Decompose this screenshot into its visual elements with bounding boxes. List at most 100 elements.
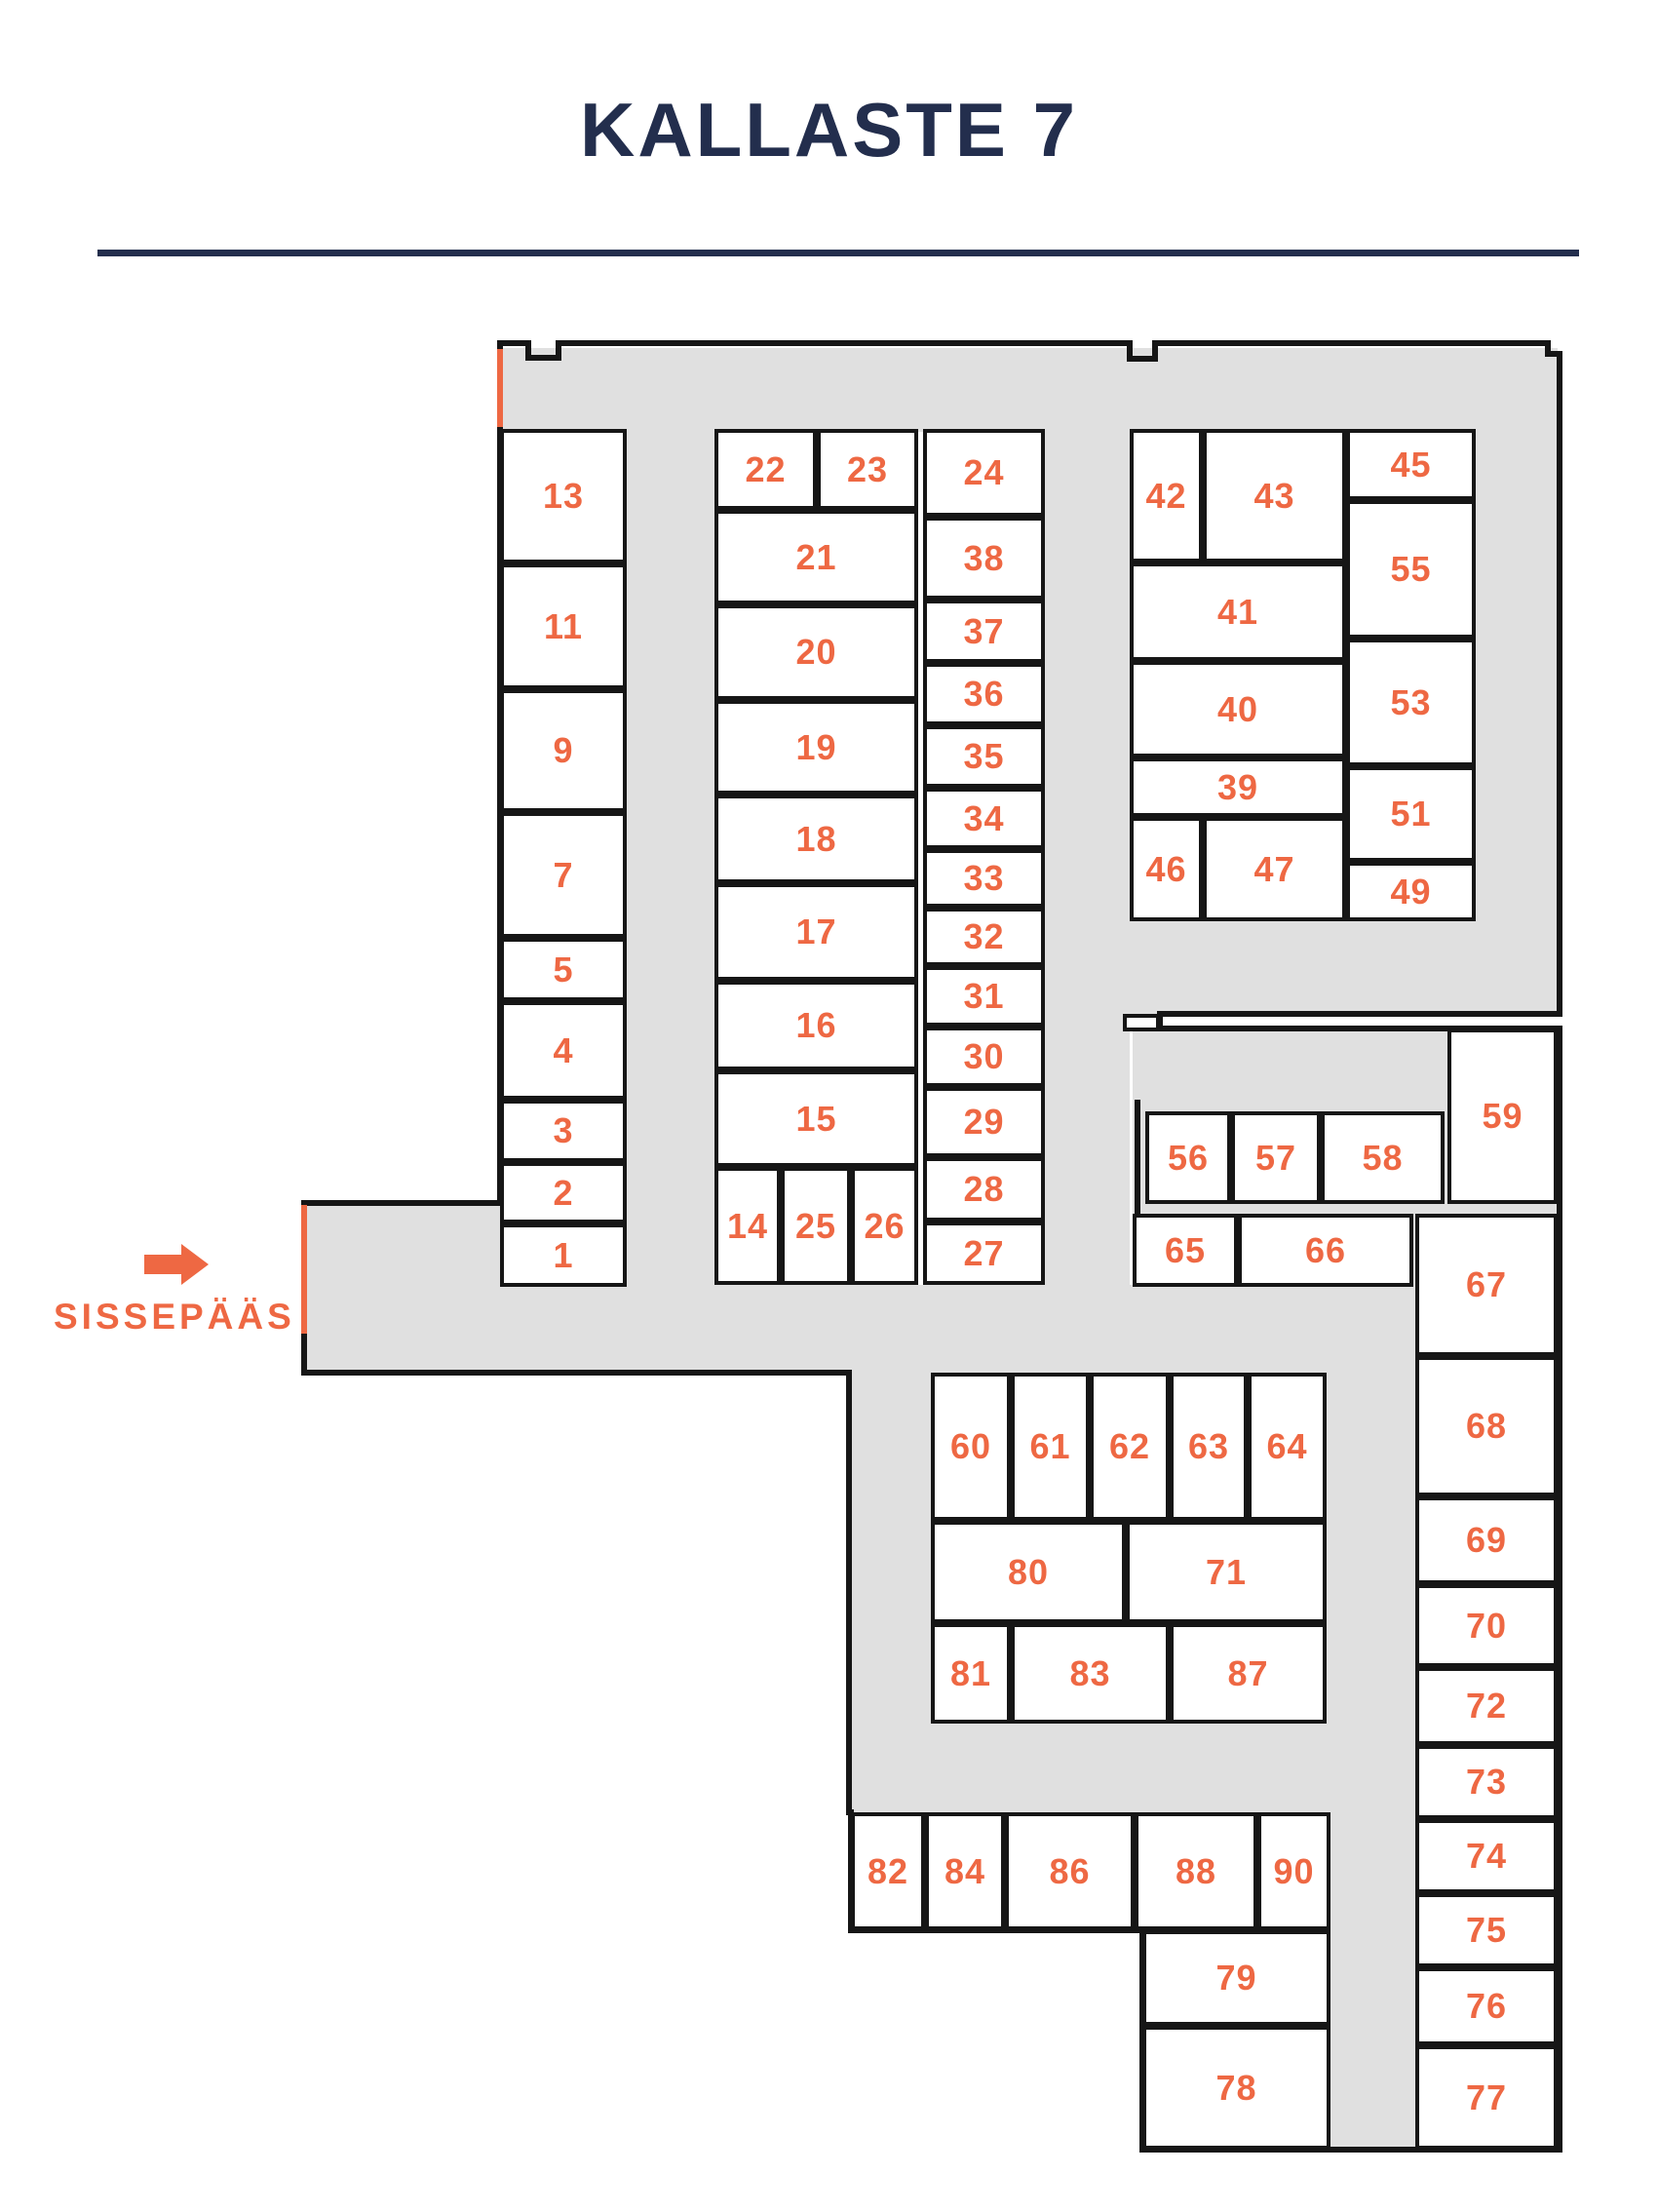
room-2: 2 [500, 1162, 627, 1223]
room-88: 88 [1135, 1812, 1257, 1930]
room-number: 60 [949, 1426, 992, 1466]
room-number: 86 [1049, 1850, 1091, 1891]
room-23: 23 [817, 429, 918, 510]
room-27: 27 [923, 1222, 1045, 1285]
corridor-area [1045, 432, 1130, 1285]
room-42: 42 [1130, 429, 1203, 563]
room-46: 46 [1130, 817, 1203, 921]
room-number: 38 [963, 537, 1005, 578]
room-47: 47 [1203, 817, 1346, 921]
room-58: 58 [1321, 1111, 1445, 1204]
room-16: 16 [714, 981, 918, 1070]
room-82: 82 [851, 1812, 925, 1930]
room-number: 14 [726, 1205, 769, 1246]
room-number: 27 [963, 1232, 1005, 1273]
room-number: 2 [553, 1172, 574, 1213]
room-number: 72 [1465, 1686, 1508, 1726]
room-number: 76 [1465, 1986, 1508, 2026]
room-number: 56 [1167, 1137, 1210, 1178]
room-74: 74 [1415, 1819, 1558, 1893]
room-20: 20 [714, 604, 918, 700]
room-number: 43 [1253, 475, 1295, 516]
corridor-area [627, 432, 714, 1287]
room-31: 31 [923, 966, 1045, 1027]
room-33: 33 [923, 849, 1045, 908]
room-38: 38 [923, 517, 1045, 600]
room-number: 39 [1216, 766, 1259, 807]
entrance-accent-line [301, 1205, 307, 1334]
corridor-area [1476, 432, 1558, 1014]
room-number: 20 [795, 632, 837, 672]
room-number: 11 [543, 605, 584, 646]
room-number: 32 [963, 916, 1005, 956]
room-number: 53 [1390, 681, 1432, 722]
room-number: 82 [867, 1850, 909, 1891]
room-number: 84 [944, 1850, 986, 1891]
room-61: 61 [1011, 1373, 1090, 1521]
room-number: 18 [795, 818, 837, 859]
room-number: 21 [795, 536, 837, 577]
room-number: 81 [949, 1652, 992, 1693]
room-number: 64 [1266, 1426, 1308, 1466]
room-55: 55 [1346, 500, 1476, 639]
room-86: 86 [1005, 1812, 1135, 1930]
room-number: 42 [1145, 475, 1187, 516]
title-divider [97, 250, 1579, 256]
room-63: 63 [1170, 1373, 1248, 1521]
room-73: 73 [1415, 1745, 1558, 1819]
room-number: 71 [1205, 1551, 1248, 1592]
room-28: 28 [923, 1157, 1045, 1222]
room-21: 21 [714, 510, 918, 604]
room-69: 69 [1415, 1496, 1558, 1584]
room-83: 83 [1011, 1623, 1170, 1724]
room-number: 88 [1175, 1850, 1217, 1891]
room-25: 25 [781, 1167, 851, 1285]
room-number: 17 [795, 912, 837, 951]
room-81: 81 [931, 1623, 1011, 1724]
room-number: 80 [1007, 1551, 1050, 1592]
room-number: 41 [1216, 591, 1259, 632]
entrance-label: SISSEPÄÄS [54, 1297, 295, 1337]
room-76: 76 [1415, 1967, 1558, 2045]
room-number: 83 [1069, 1652, 1111, 1693]
room-7: 7 [500, 812, 627, 938]
room-19: 19 [714, 700, 918, 795]
room-11: 11 [500, 563, 627, 689]
entrance-accent-line [497, 349, 503, 427]
corridor-area [304, 1203, 500, 1372]
room-number: 29 [963, 1102, 1005, 1142]
room-number: 65 [1164, 1229, 1207, 1270]
room-66: 66 [1238, 1214, 1413, 1287]
room-number: 57 [1254, 1137, 1297, 1178]
inner-wall [1135, 1100, 1140, 1214]
room-number: 3 [553, 1110, 574, 1150]
room-43: 43 [1203, 429, 1346, 563]
room-70: 70 [1415, 1584, 1558, 1667]
service-box [1123, 1014, 1160, 1031]
room-36: 36 [923, 663, 1045, 725]
room-71: 71 [1126, 1521, 1327, 1623]
room-number: 23 [846, 448, 889, 489]
room-4: 4 [500, 1001, 627, 1100]
room-49: 49 [1346, 862, 1476, 921]
corridor-area [1130, 921, 1558, 1014]
room-number: 1 [553, 1234, 574, 1275]
room-number: 51 [1390, 794, 1432, 834]
room-number: 63 [1187, 1426, 1230, 1466]
room-number: 25 [794, 1205, 837, 1246]
room-59: 59 [1447, 1028, 1558, 1204]
room-13: 13 [500, 429, 627, 563]
room-number: 70 [1465, 1605, 1508, 1646]
room-75: 75 [1415, 1893, 1558, 1967]
room-number: 79 [1215, 1958, 1257, 1998]
room-number: 62 [1108, 1426, 1151, 1466]
room-24: 24 [923, 429, 1045, 517]
room-37: 37 [923, 600, 1045, 663]
room-number: 69 [1465, 1520, 1508, 1560]
room-15: 15 [714, 1070, 918, 1167]
room-number: 28 [963, 1169, 1005, 1209]
corridor-area [1327, 1373, 1415, 2150]
room-number: 22 [745, 448, 787, 489]
room-number: 15 [795, 1098, 837, 1139]
